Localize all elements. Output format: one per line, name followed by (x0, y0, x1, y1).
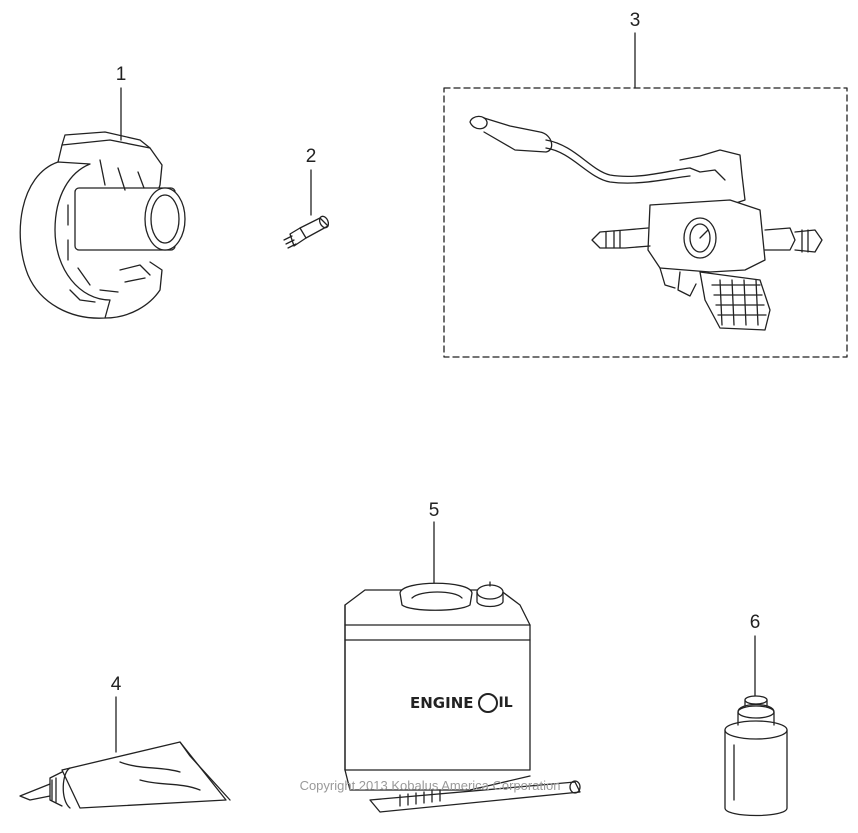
oil-jug-part (344, 581, 581, 813)
callout-6: 6 (749, 612, 761, 633)
oil-o-icon (477, 693, 498, 713)
callout-3: 3 (629, 10, 641, 31)
ring-retainer-part (19, 131, 186, 319)
additive-can-part (724, 695, 788, 817)
engine-oil-label: ENGINE IL (410, 688, 513, 718)
engine-label-prefix: ENGINE (410, 694, 474, 712)
gauge-valve-assembly (469, 115, 823, 331)
callout-5: 5 (428, 500, 440, 521)
engine-label-suffix: IL (498, 695, 513, 711)
kit-dashed-frame (443, 87, 848, 358)
callout-4: 4 (110, 674, 122, 695)
callout-1: 1 (115, 64, 127, 85)
callout-2: 2 (305, 146, 317, 167)
pin-part (283, 215, 330, 249)
copyright-watermark: Copyright 2013 Kobalus America Corporati… (299, 778, 561, 793)
sealant-tube-part (19, 741, 231, 809)
